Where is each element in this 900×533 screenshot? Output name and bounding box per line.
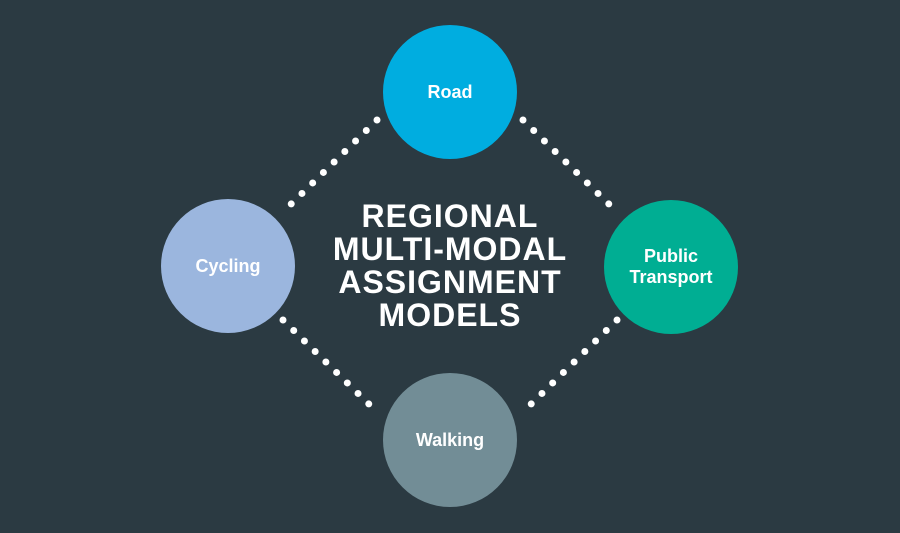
title-line-2: MULTI-MODAL [332, 231, 568, 267]
node-public-transport: Public Transport [604, 200, 738, 334]
node-cycling: Cycling [161, 199, 295, 333]
title-line-3: ASSIGNMENT [338, 264, 562, 300]
title-line-1: REGIONAL [361, 198, 539, 234]
diagram-title: REGIONAL MULTI-MODAL ASSIGNMENT MODELS [290, 200, 610, 332]
connector-public-walking [519, 316, 621, 416]
node-walking-label: Walking [415, 429, 485, 450]
node-public-transport-label: Public Transport [629, 246, 713, 287]
node-road: Road [383, 25, 517, 159]
title-line-4: MODELS [378, 297, 522, 333]
connector-cycling-walking [279, 316, 381, 416]
node-road-label: Road [427, 81, 473, 102]
node-walking: Walking [383, 373, 517, 507]
node-cycling-label: Cycling [195, 255, 261, 276]
